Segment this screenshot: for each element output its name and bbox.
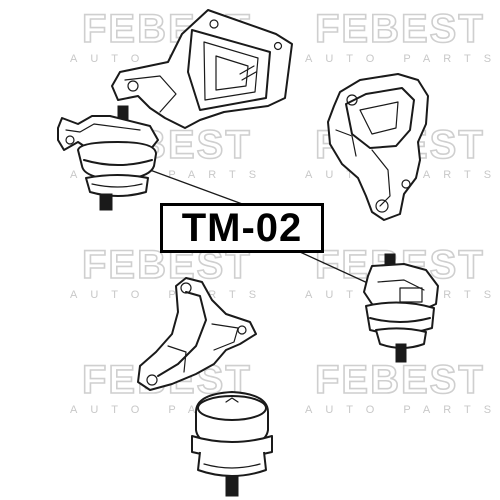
leader-line-lower: [299, 251, 373, 286]
mount-stud: [225, 475, 239, 497]
right-engine-mount-part: [363, 253, 439, 363]
watermark-tagline: AUTO PARTS: [70, 289, 269, 301]
leader-line-upper: [149, 169, 246, 206]
part-number-label: TM-02: [160, 203, 324, 253]
watermark-tagline: AUTO PARTS: [305, 404, 500, 416]
watermark-tagline: AUTO PARTS: [305, 53, 500, 65]
left-engine-mount-part: [57, 105, 159, 211]
bottom-engine-mount-part: [191, 391, 273, 497]
mount-stud: [395, 343, 407, 363]
watermark-logo: FEBEST: [315, 358, 485, 402]
watermark-logo: FEBEST: [315, 7, 485, 51]
part-number-text: TM-02: [181, 206, 303, 250]
right-bracket-part: [327, 73, 429, 221]
middle-bracket-part: [137, 277, 257, 391]
top-bracket-part: [111, 9, 293, 129]
mount-stud: [99, 193, 113, 211]
leader-lines: [149, 169, 373, 286]
